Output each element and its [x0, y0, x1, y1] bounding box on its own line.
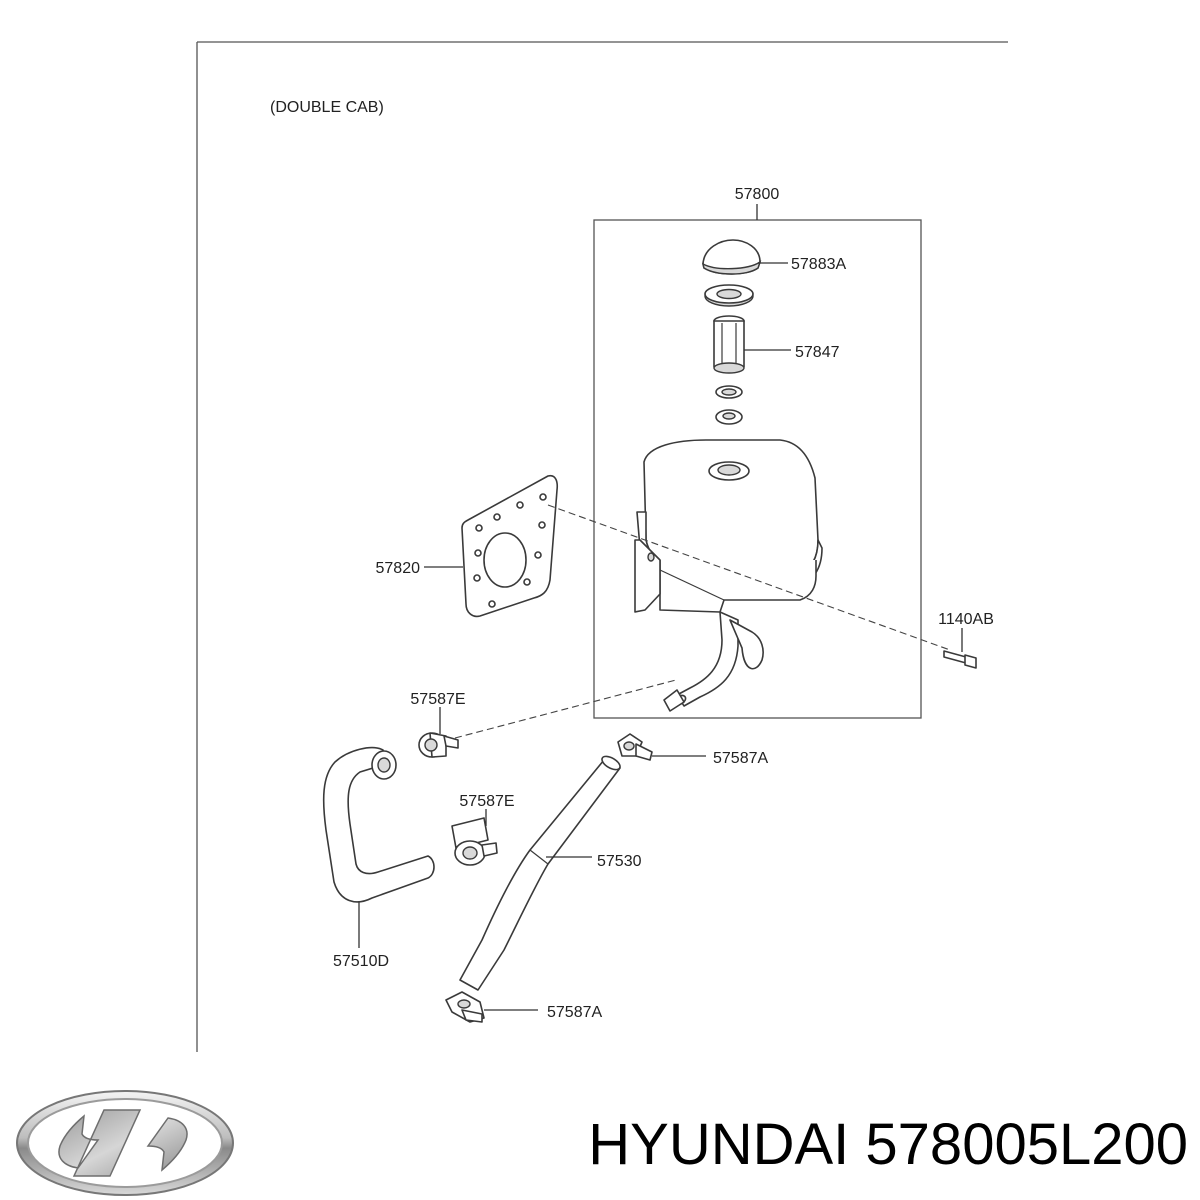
reservoir-cap[interactable] — [701, 239, 762, 275]
brand-name: HYUNDAI — [588, 1112, 850, 1177]
alignment-line-bolt — [547, 504, 951, 651]
hose-short[interactable] — [322, 746, 435, 903]
hose-clamp-middle[interactable] — [451, 817, 498, 866]
part-label-57587A-bottom[interactable]: 57587A — [547, 1004, 602, 1021]
hose-long[interactable] — [459, 754, 622, 991]
part-label-57587E-upper[interactable]: 57587E — [410, 691, 465, 708]
part-number: 578005L200 — [865, 1112, 1188, 1177]
hose-clamp-bottom[interactable] — [445, 991, 485, 1023]
part-label-57510D[interactable]: 57510D — [333, 953, 389, 970]
hose-clamp-right[interactable] — [617, 733, 653, 761]
part-label-57800[interactable]: 57800 — [735, 186, 780, 203]
hyundai-logo-icon — [16, 1090, 234, 1196]
strainer[interactable] — [713, 315, 745, 399]
variant-label: (DOUBLE CAB) — [270, 99, 384, 116]
alignment-line-outlet — [454, 679, 677, 739]
part-label-57587E-middle[interactable]: 57587E — [459, 793, 514, 810]
seal-ring[interactable] — [704, 284, 754, 307]
part-label-57847[interactable]: 57847 — [795, 344, 840, 361]
reservoir-tank[interactable] — [634, 439, 823, 712]
part-label-57820[interactable]: 57820 — [376, 560, 421, 577]
footer-title: HYUNDAI 578005L200 — [528, 1110, 1188, 1180]
part-label-1140AB[interactable]: 1140AB — [938, 611, 994, 628]
small-gasket[interactable] — [715, 409, 743, 425]
part-label-57530[interactable]: 57530 — [597, 853, 642, 870]
mounting-bracket[interactable] — [461, 474, 559, 618]
hose-clamp-upper[interactable] — [418, 732, 459, 758]
mounting-bolt[interactable] — [943, 650, 977, 669]
part-label-57883A[interactable]: 57883A — [791, 256, 846, 273]
part-label-57587A-right[interactable]: 57587A — [713, 750, 768, 767]
